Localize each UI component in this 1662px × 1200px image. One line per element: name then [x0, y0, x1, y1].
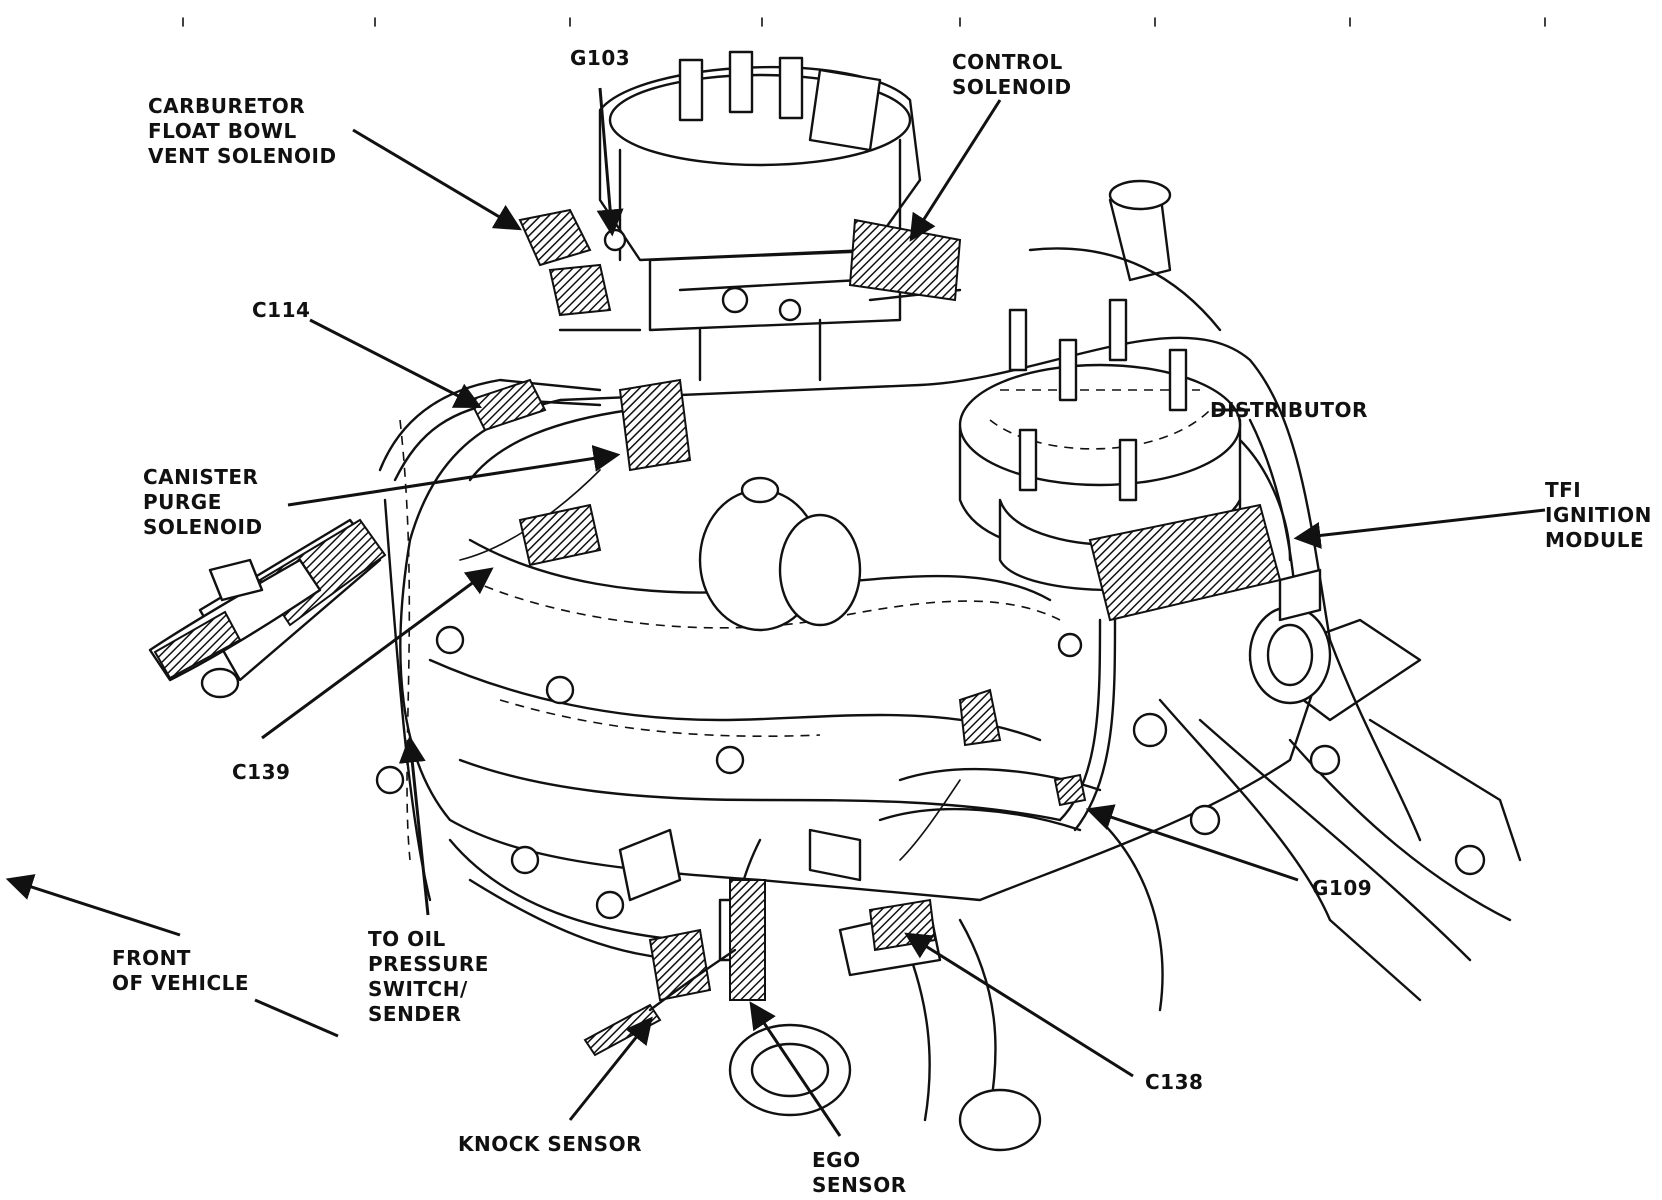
label-to-oil-pressure-switch-sender: TO OIL PRESSURE SWITCH/ SENDER	[368, 927, 489, 1026]
label-c138: C138	[1145, 1070, 1204, 1094]
label-front-of-vehicle: FRONT OF VEHICLE	[112, 946, 250, 995]
distributor	[958, 179, 1242, 592]
label-knock-sensor: KNOCK SENSOR	[458, 1132, 642, 1156]
label-g103: G103	[570, 46, 631, 70]
label-g109: G109	[1312, 876, 1373, 900]
carburetor	[558, 50, 962, 382]
label-ego-sensor: EGO SENSOR	[812, 1148, 907, 1197]
label-canister-purge-solenoid: CANISTER PURGE SOLENOID	[143, 465, 263, 539]
hose-bundle	[148, 518, 387, 699]
label-carburetor-float-bowl-vent-solenoid: CARBURETOR FLOAT BOWL VENT SOLENOID	[148, 94, 337, 168]
label-c114: C114	[252, 298, 311, 322]
border-ticks	[182, 17, 1546, 27]
leader-lines	[5, 87, 1546, 1137]
label-tfi-ignition-module: TFI IGNITION MODULE	[1545, 478, 1652, 552]
label-distributor: DISTRIBUTOR	[1210, 398, 1368, 422]
bolts	[375, 228, 1486, 920]
round-components	[698, 476, 1332, 1152]
label-control-solenoid: CONTROL SOLENOID	[952, 50, 1072, 99]
label-c139: C139	[232, 760, 291, 784]
